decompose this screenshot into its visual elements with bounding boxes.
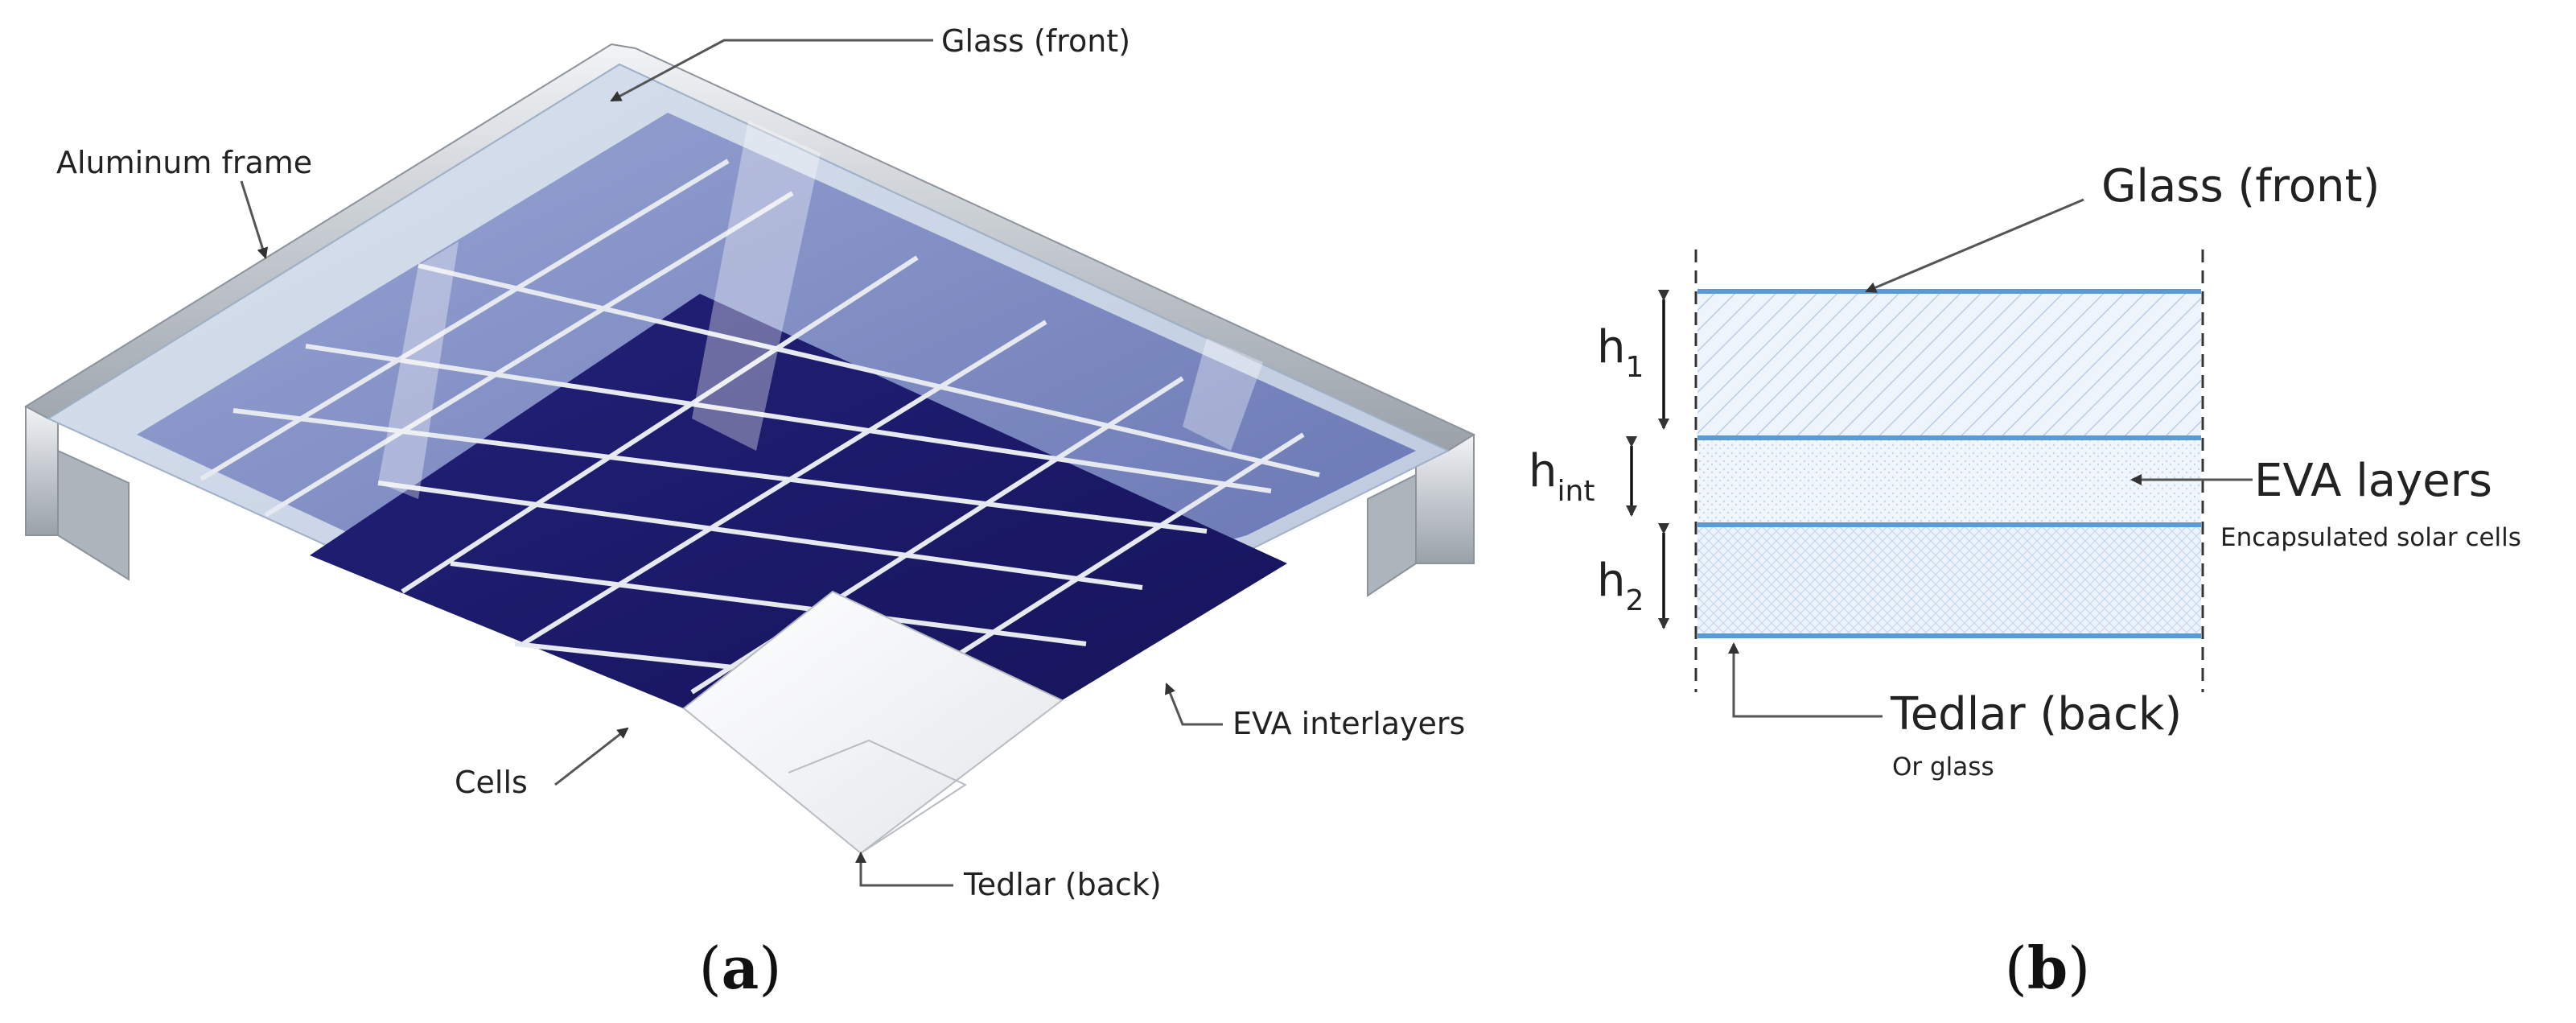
label-eva-layers: EVA layers xyxy=(2254,455,2492,507)
leader-aluminum-frame xyxy=(240,180,269,259)
label-tedlar-back-a: Tedlar (back) xyxy=(963,867,1162,902)
tedlar-back-sheet xyxy=(682,590,1064,855)
leader-eva-interlayers xyxy=(1164,683,1223,726)
exposed-cells xyxy=(310,294,1287,708)
h1-base: h xyxy=(1597,321,1626,373)
h2-sub: 2 xyxy=(1626,584,1644,617)
leader-tedlar-back-a xyxy=(855,852,953,887)
layer-eva xyxy=(1697,439,2201,523)
caption-b-open: ( xyxy=(2005,934,2027,1002)
caption-a-letter: a xyxy=(722,934,759,1002)
h2-base: h xyxy=(1597,555,1626,607)
frame-left-end-profile xyxy=(25,406,59,536)
label-glass-front-b: Glass (front) xyxy=(2101,160,2380,212)
panel-b-leaders xyxy=(1728,198,2253,718)
glass-glare xyxy=(378,121,1263,499)
label-h2: h2 xyxy=(1597,555,1644,617)
label-h1: h1 xyxy=(1597,321,1644,384)
hint-sub: int xyxy=(1558,475,1595,508)
panel-a-leaders xyxy=(240,39,1223,887)
hint-base: h xyxy=(1529,445,1558,497)
frame-underside xyxy=(57,449,1417,597)
label-tedlar-back-b: Tedlar (back) xyxy=(1890,688,2182,740)
caption-a-open: ( xyxy=(699,934,722,1002)
leader-cells xyxy=(554,727,629,786)
caption-b: (b) xyxy=(2005,934,2091,1002)
tedlar-inner-edge xyxy=(788,739,968,854)
label-eva-interlayers: EVA interlayers xyxy=(1232,706,1465,741)
leader-tedlar-back-b xyxy=(1728,642,1883,718)
label-or-glass: Or glass xyxy=(1892,753,1994,782)
leader-glass-front-a xyxy=(610,39,933,102)
caption-b-letter: b xyxy=(2027,934,2068,1002)
layer-back xyxy=(1697,526,2201,634)
h1-sub: 1 xyxy=(1626,351,1644,384)
layer-glass xyxy=(1697,291,2201,436)
label-glass-front-a: Glass (front) xyxy=(941,23,1130,59)
caption-a-close: ) xyxy=(759,934,781,1002)
label-aluminum-frame: Aluminum frame xyxy=(56,145,312,180)
panel-b-cross-section xyxy=(1626,250,2204,692)
label-cells: Cells xyxy=(455,765,528,800)
leader-glass-front-b xyxy=(1865,198,2084,293)
panel-a-module-illustration xyxy=(23,43,1476,855)
label-hint: hint xyxy=(1529,445,1595,508)
caption-a: (a) xyxy=(699,934,782,1002)
label-encapsulated-cells: Encapsulated solar cells xyxy=(2220,523,2521,552)
caption-b-close: ) xyxy=(2068,934,2090,1002)
